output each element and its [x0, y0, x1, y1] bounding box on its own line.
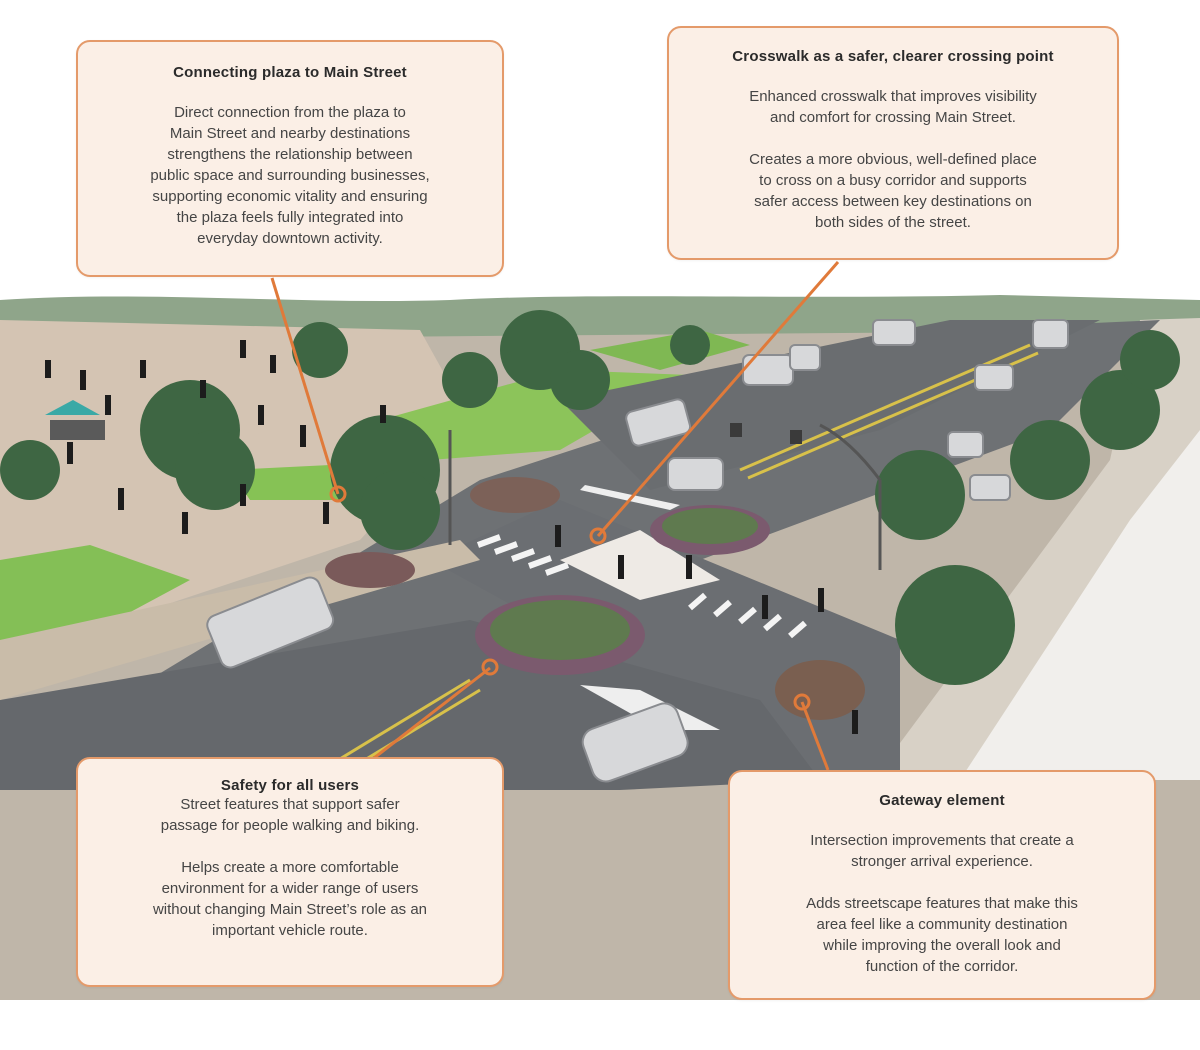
callout-line: while improving the overall look and [823, 937, 1061, 954]
callout-line: Adds streetscape features that make this [806, 895, 1078, 912]
trees [0, 310, 1180, 685]
callout-line: Street features that support safer [180, 796, 400, 813]
umbrella [45, 400, 100, 415]
callout-plaza-connection: Connecting plaza to Main Street Direct c… [76, 40, 504, 277]
leader-gateway [800, 701, 830, 771]
callout-safety: Safety for all users Street features tha… [76, 757, 504, 987]
callout-line: Direct connection from the plaza to [174, 104, 406, 121]
leader-crosswalk [596, 261, 840, 537]
callout-line: strengthens the relationship between [167, 146, 413, 163]
callout-line: and comfort for crossing Main Street. [770, 109, 1016, 126]
right-building-ground [960, 430, 1200, 780]
planter-corner-left [325, 552, 415, 588]
planter-corner-right [775, 660, 865, 720]
lawn-upper-right [590, 330, 750, 370]
callout-title: Safety for all users [220, 777, 360, 794]
callout-line: supporting economic vitality and ensurin… [152, 188, 428, 205]
pedestrians [45, 340, 858, 734]
leader-safety [373, 666, 491, 760]
leader-lines [270, 261, 840, 771]
callout-title: Crosswalk as a safer, clearer crossing p… [732, 48, 1054, 65]
callout-line: both sides of the street. [815, 214, 971, 231]
upper-roadway [560, 320, 1100, 490]
planter-upper-left [470, 477, 560, 513]
callout-line: safer access between key destinations on [754, 193, 1032, 210]
callout-line: to cross on a busy corridor and supports [759, 172, 1027, 189]
callout-line: Intersection improvements that create a [810, 832, 1074, 849]
callout-gateway: Gateway element Intersection improvement… [728, 770, 1156, 1000]
vehicles [206, 319, 1069, 783]
callout-line: without changing Main Street’s role as a… [152, 901, 428, 918]
crosswalk-upper [476, 534, 570, 576]
callout-line: area feel like a community destination [816, 916, 1068, 933]
callout-title: Gateway element [879, 792, 1005, 809]
callout-line: Creates a more obvious, well-defined pla… [749, 151, 1037, 168]
callout-line: everyday downtown activity. [197, 230, 383, 247]
callout-line: Helps create a more comfortable [181, 859, 399, 876]
callout-line: Enhanced crosswalk that improves visibil… [749, 88, 1037, 105]
callout-line: Main Street and nearby destinations [169, 125, 411, 142]
callout-line: environment for a wider range of users [161, 880, 419, 897]
lawn-middle [230, 465, 340, 500]
crossing-plaza [560, 530, 720, 600]
callout-line: function of the corridor. [865, 958, 1019, 975]
callout-line: stronger arrival experience. [851, 853, 1033, 870]
crosswalk-lower [688, 592, 807, 639]
callout-title: Connecting plaza to Main Street [173, 64, 407, 81]
callout-crosswalk: Crosswalk as a safer, clearer crossing p… [667, 26, 1119, 260]
callout-line: important vehicle route. [212, 922, 368, 939]
callout-line: the plaza feels fully integrated into [176, 209, 404, 226]
marker-plaza-icon [329, 485, 347, 503]
callout-line: public space and surrounding businesses, [150, 167, 430, 184]
marker-crosswalk-icon [589, 527, 607, 545]
callout-line: passage for people walking and biking. [160, 817, 420, 834]
leader-plaza [270, 277, 340, 495]
marker-safety-icon [481, 658, 499, 676]
marker-gateway-icon [793, 693, 811, 711]
markers [329, 485, 811, 711]
